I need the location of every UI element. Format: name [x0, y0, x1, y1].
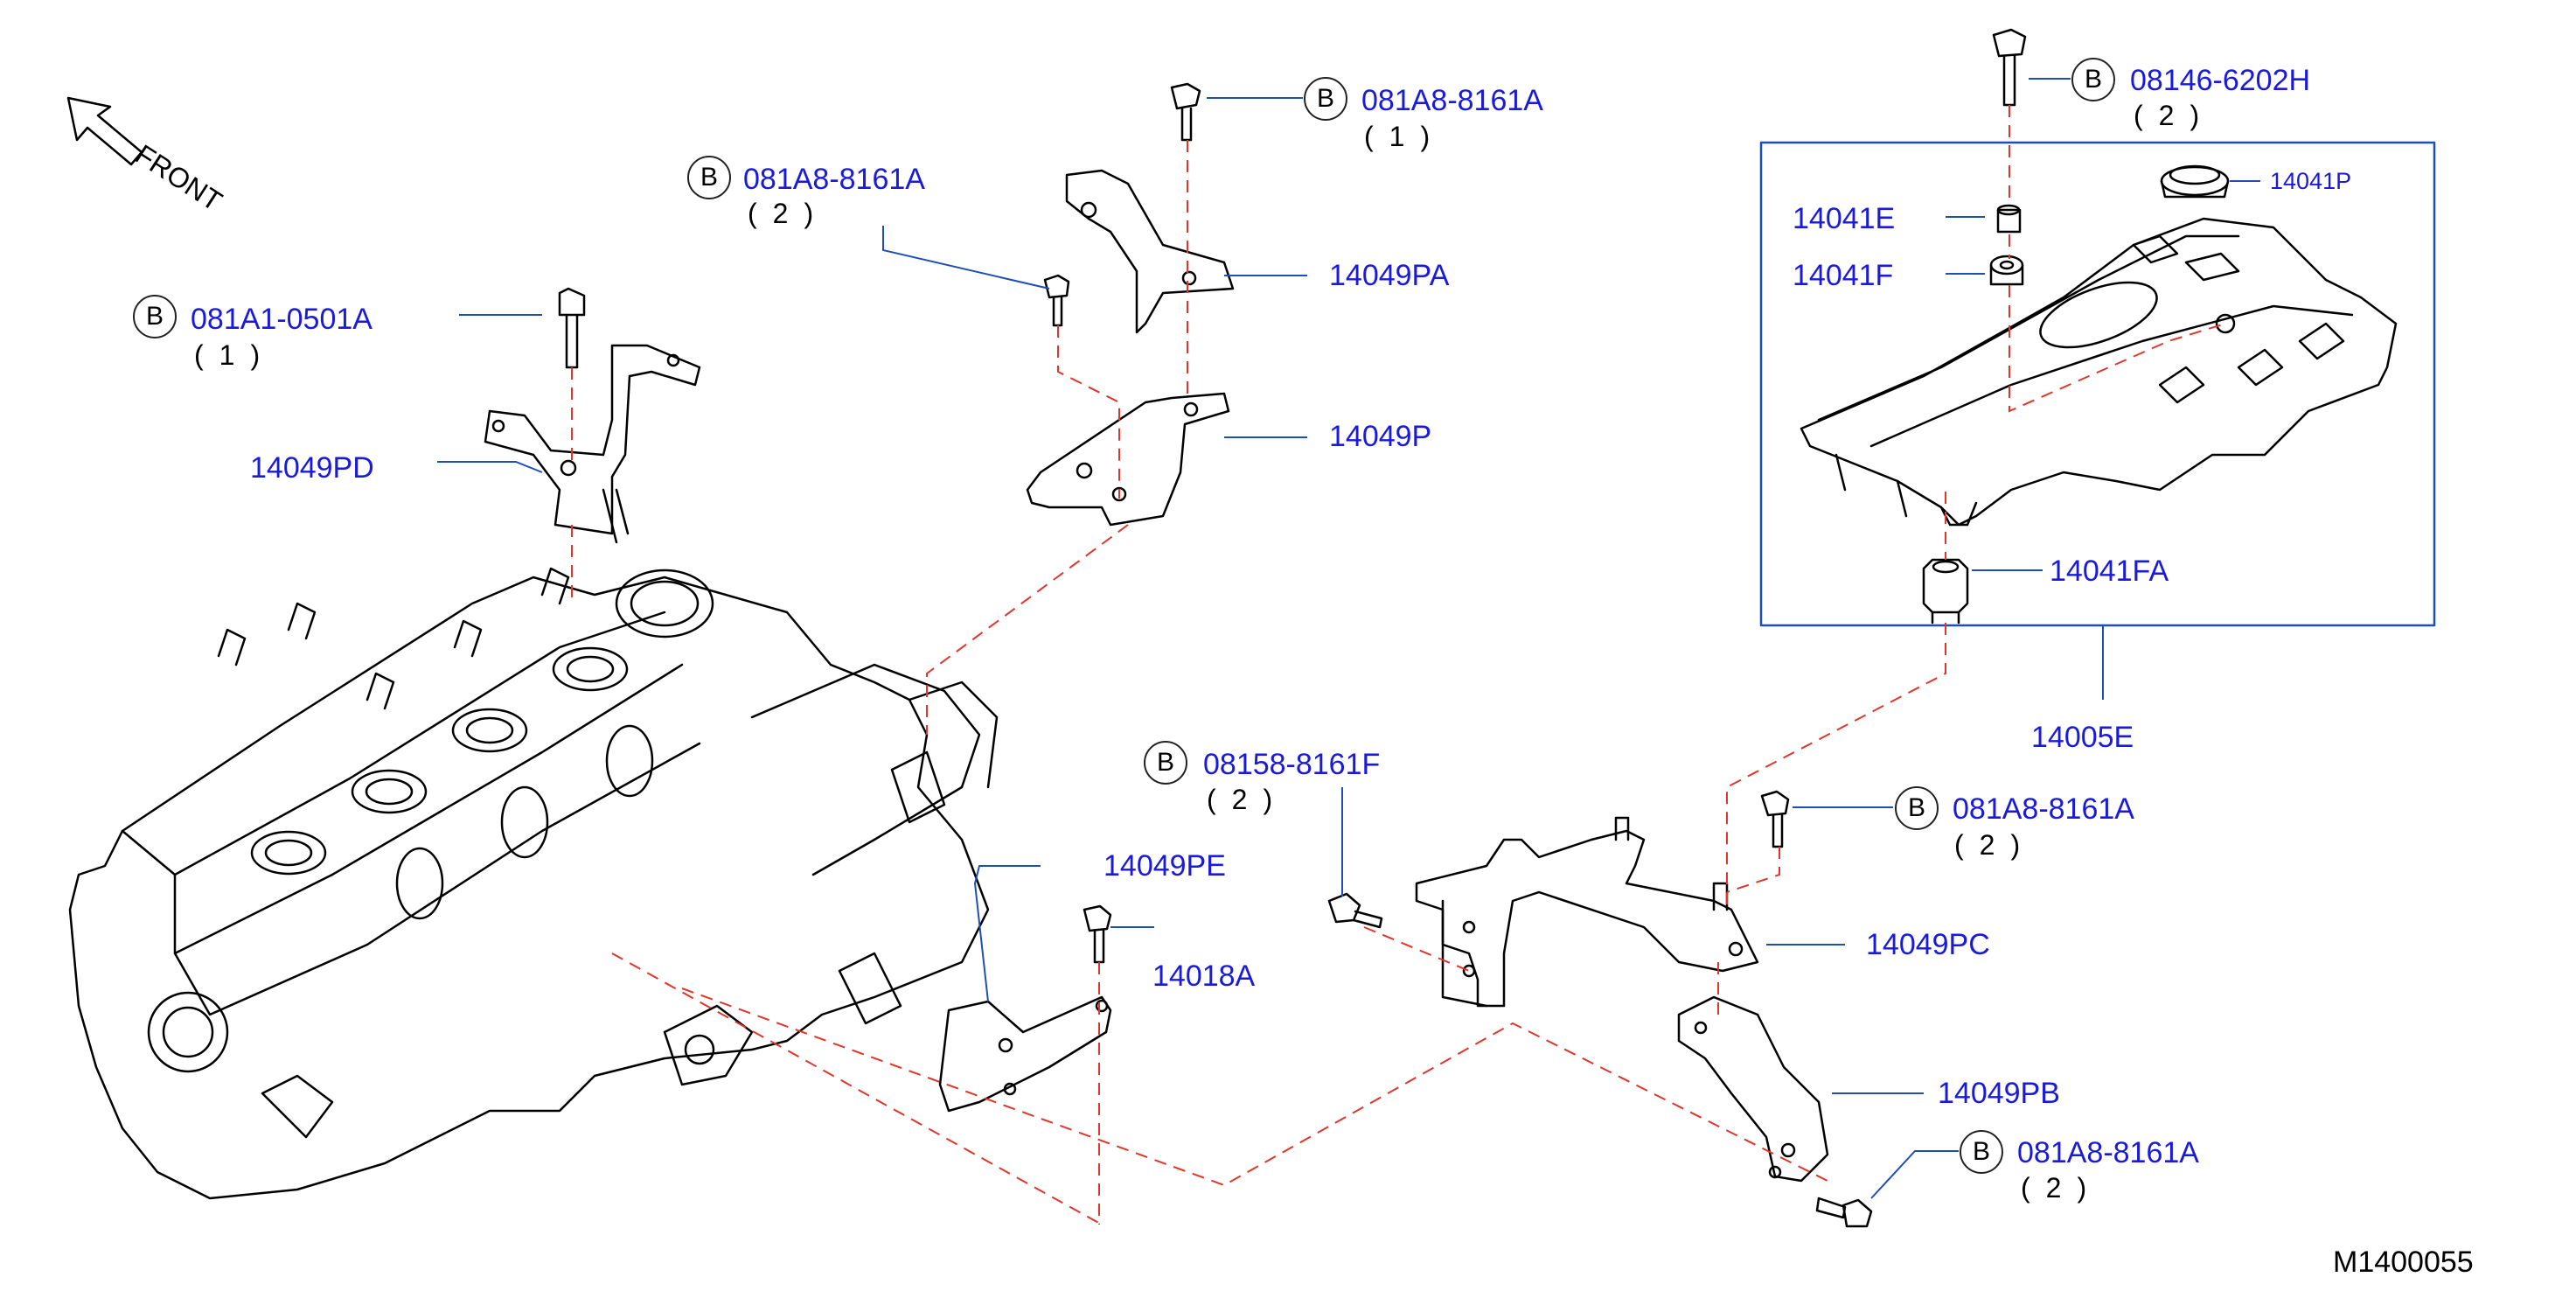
- part-14041P-label[interactable]: 14041P: [2270, 168, 2352, 194]
- bolt-symbol-badge: B: [1960, 1130, 2003, 1174]
- part-14041F-label[interactable]: 14041F: [1793, 259, 1894, 292]
- dashed-guide-lines: [571, 105, 2226, 1225]
- part-14049PD-label[interactable]: 14049PD: [250, 451, 374, 485]
- engine-cover-illustration: [1800, 217, 2398, 527]
- part-081A8-mid-label[interactable]: 081A8-8161A: [1953, 792, 2134, 826]
- bolt-symbol-badge: B: [687, 156, 731, 199]
- part-081A8-mid-qty: (2): [1954, 829, 2036, 861]
- bolt-08158-icon: [1327, 892, 1383, 929]
- bolt-symbol-badge: B: [1304, 77, 1347, 121]
- part-14041E-label[interactable]: 14041E: [1793, 202, 1896, 235]
- part-081A8-bottom-label[interactable]: 081A8-8161A: [2017, 1136, 2199, 1169]
- part-14049PC-label[interactable]: 14049PC: [1866, 928, 1990, 961]
- part-081A1-qty: (1): [194, 339, 276, 371]
- cap-14041P-icon: [2160, 164, 2230, 199]
- part-081A8-bottom-qty: (2): [2021, 1172, 2103, 1204]
- bolt-symbol-badge: B: [133, 295, 177, 338]
- bolt-08146-icon: [1992, 28, 2027, 107]
- grommet-14041FA-icon: [1922, 558, 1969, 625]
- collar-14041E-icon: [1996, 204, 2022, 234]
- part-081A8-top-qty: (1): [1364, 121, 1446, 152]
- part-14049PE-label[interactable]: 14049PE: [1104, 849, 1226, 883]
- bolt-symbol-badge: B: [1144, 741, 1187, 785]
- bolt-081A8-mid-icon: [1760, 790, 1790, 848]
- bolt-symbol-badge: B: [2071, 58, 2115, 101]
- part-14005E-label[interactable]: 14005E: [2031, 721, 2134, 754]
- bolt-081A8-bottom-icon: [1815, 1197, 1873, 1228]
- part-14018A-label[interactable]: 14018A: [1152, 960, 1256, 993]
- part-08146-label[interactable]: 08146-6202H: [2130, 64, 2311, 97]
- cylinder-head-illustration: [68, 567, 999, 1200]
- part-14049PB-label[interactable]: 14049PB: [1938, 1077, 2060, 1110]
- bolt-14018A-icon: [1083, 904, 1112, 964]
- part-14049P-label[interactable]: 14049P: [1329, 420, 1432, 453]
- bolt-081A1-icon: [558, 287, 586, 369]
- bolt-081A8-top-icon: [1170, 82, 1201, 142]
- part-081A1-label[interactable]: 081A1-0501A: [191, 303, 372, 336]
- kit-14005E-frame: [1759, 141, 2436, 627]
- part-08158-label[interactable]: 08158-8161F: [1203, 748, 1381, 781]
- bracket-14049PB-illustration: [1677, 995, 1829, 1183]
- bracket-14049PD-illustration: [484, 344, 701, 544]
- front-arrow-icon: [66, 96, 143, 166]
- bracket-14049PE-illustration: [938, 995, 1112, 1113]
- part-081A8-left-qty: (2): [748, 198, 830, 229]
- part-14049PA-label[interactable]: 14049PA: [1329, 259, 1450, 292]
- part-08146-qty: (2): [2134, 100, 2216, 131]
- drawing-code: M1400055: [2333, 1246, 2474, 1279]
- part-08158-qty: (2): [1207, 784, 1289, 815]
- grommet-14041F-icon: [1989, 255, 2024, 286]
- bolt-081A8-left-icon: [1043, 274, 1070, 327]
- bracket-14049P-illustration: [1026, 392, 1230, 527]
- part-081A8-left-label[interactable]: 081A8-8161A: [743, 163, 925, 196]
- bracket-14049PC-illustration: [1415, 816, 1759, 1008]
- bracket-14049PA-illustration: [1065, 169, 1235, 334]
- bolt-symbol-badge: B: [1895, 786, 1939, 830]
- leader-lines: [437, 78, 2260, 1199]
- part-14041FA-label[interactable]: 14041FA: [2050, 555, 2169, 588]
- part-081A8-top-label[interactable]: 081A8-8161A: [1361, 84, 1543, 117]
